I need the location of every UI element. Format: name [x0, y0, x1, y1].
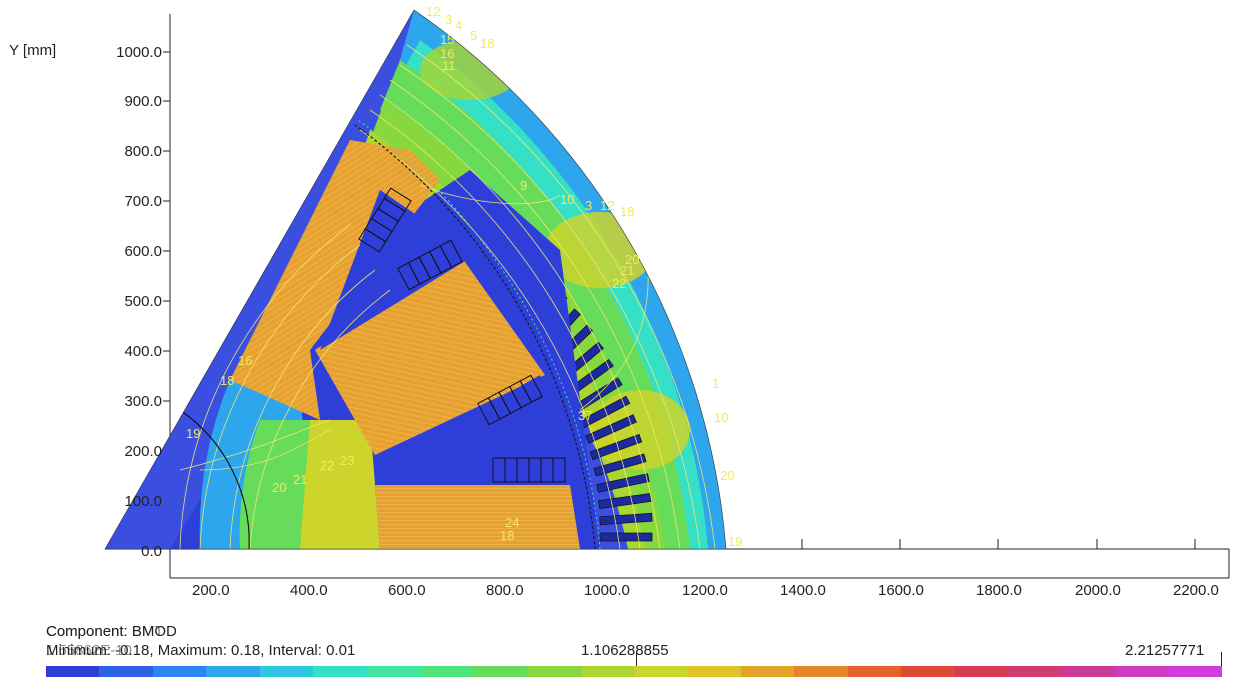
x-tick-label: 1800.0	[976, 582, 1022, 599]
svg-text:10: 10	[560, 192, 574, 207]
colorbar-segment	[847, 666, 902, 677]
colorbar-segment	[46, 666, 100, 677]
colorbar-segment	[901, 666, 955, 677]
min-value-overlap: 1.55862E-10	[46, 642, 132, 659]
x-tick-label: 1200.0	[682, 582, 728, 599]
colorbar-segment	[473, 666, 528, 677]
y-tick-label: 1000.0	[116, 44, 162, 61]
x-tick-label: 800.0	[486, 582, 524, 599]
colorbar-segment	[1008, 666, 1062, 677]
colorbar-segment	[366, 666, 421, 677]
colorbar-segment	[794, 666, 848, 677]
colorbar-segment	[1061, 666, 1116, 677]
svg-text:12: 12	[426, 4, 440, 19]
y-tick-label: 800.0	[124, 143, 162, 160]
colorbar-segment	[687, 666, 741, 677]
colorbar-segment	[1168, 666, 1222, 677]
x-tick-label: 1600.0	[878, 582, 924, 599]
x-tick-label: 1000.0	[584, 582, 630, 599]
svg-text:5: 5	[470, 28, 477, 43]
min-value-text: 1.55862E-10	[46, 642, 132, 659]
field-plot: 12 3 4 5 18 15 16 11 19 18 16 20 21 22 2…	[104, 4, 1230, 579]
svg-text:18: 18	[220, 373, 234, 388]
x-tick-label: 400.0	[290, 582, 328, 599]
contour-labels: 12 3 4 5 18 15 16 11 19 18 16 20 21 22 2…	[186, 4, 742, 549]
svg-text:10: 10	[714, 410, 728, 425]
colorbar-segment	[740, 666, 795, 677]
svg-text:4: 4	[455, 18, 462, 33]
max-value: 2.21257771	[1125, 642, 1204, 659]
y-tick-label: 700.0	[124, 193, 162, 210]
colorbar-segment	[633, 666, 688, 677]
colorbar-segment	[420, 666, 474, 677]
y-axis-label: Y [mm]	[9, 42, 57, 59]
svg-text:12: 12	[600, 198, 614, 213]
colorbar-segment	[580, 666, 634, 677]
x-tick-label: 600.0	[388, 582, 426, 599]
y-tick-label: 0.0	[141, 543, 162, 560]
colorbar-segment	[152, 666, 207, 677]
colorbar-segment	[954, 666, 1009, 677]
component-overlap-text: Component: BMT	[46, 623, 164, 640]
svg-text:1: 1	[712, 376, 719, 391]
svg-text:37: 37	[578, 408, 592, 423]
x-tick-label: 2200.0	[1173, 582, 1219, 599]
svg-text:3: 3	[445, 12, 452, 27]
mid-value: 1.106288855	[581, 642, 669, 659]
machine-cross-section	[105, 10, 726, 549]
svg-text:20: 20	[720, 468, 734, 483]
svg-text:20: 20	[272, 480, 286, 495]
colorbar-segment	[1115, 666, 1169, 677]
colorbar-segment	[527, 666, 581, 677]
svg-text:22: 22	[612, 276, 626, 291]
y-tick-label: 500.0	[124, 293, 162, 310]
colorbar-right-tick	[1221, 652, 1222, 666]
colorbar-mid-tick	[636, 652, 637, 666]
svg-text:18: 18	[480, 36, 494, 51]
svg-text:21: 21	[293, 472, 307, 487]
svg-text:3: 3	[585, 198, 592, 213]
svg-text:22: 22	[320, 458, 334, 473]
component-label: Component: BMOD	[46, 623, 177, 640]
svg-text:15: 15	[440, 32, 454, 47]
colorbar-segment	[206, 666, 260, 677]
svg-text:21: 21	[620, 263, 634, 278]
svg-text:20: 20	[625, 252, 639, 267]
y-tick-label: 400.0	[124, 343, 162, 360]
colorbar-segment	[313, 666, 367, 677]
max-value-text: 2.21257771	[1125, 642, 1205, 659]
mid-value-text: 1.106288855	[581, 642, 669, 659]
component-text: Component: BMOD	[46, 623, 177, 640]
svg-text:19: 19	[728, 534, 742, 549]
x-tick-label: 200.0	[192, 582, 230, 599]
svg-text:16: 16	[440, 46, 454, 61]
y-tick-label: 900.0	[124, 93, 162, 110]
component-label-overlap: Component: BMT	[46, 623, 164, 640]
contour-info-text: Minimum: -0.18, Maximum: 0.18, Interval:…	[46, 642, 356, 659]
y-tick-label: 600.0	[124, 243, 162, 260]
svg-text:24: 24	[505, 515, 519, 530]
svg-text:11: 11	[442, 58, 456, 73]
svg-text:9: 9	[520, 178, 527, 193]
y-tick-label: 300.0	[124, 393, 162, 410]
svg-text:23: 23	[340, 453, 354, 468]
y-tick-label: 100.0	[124, 493, 162, 510]
colorbar-segment	[99, 666, 153, 677]
contour-info: Minimum: -0.18, Maximum: 0.18, Interval:…	[46, 642, 355, 659]
colorbar-segment	[259, 666, 314, 677]
y-tick-label: 200.0	[124, 443, 162, 460]
svg-text:19: 19	[186, 426, 200, 441]
svg-text:18: 18	[500, 528, 514, 543]
svg-text:16: 16	[238, 353, 252, 368]
x-tick-label: 1400.0	[780, 582, 826, 599]
color-scale-bar	[46, 666, 1222, 677]
svg-text:18: 18	[620, 204, 634, 219]
x-tick-label: 2000.0	[1075, 582, 1121, 599]
